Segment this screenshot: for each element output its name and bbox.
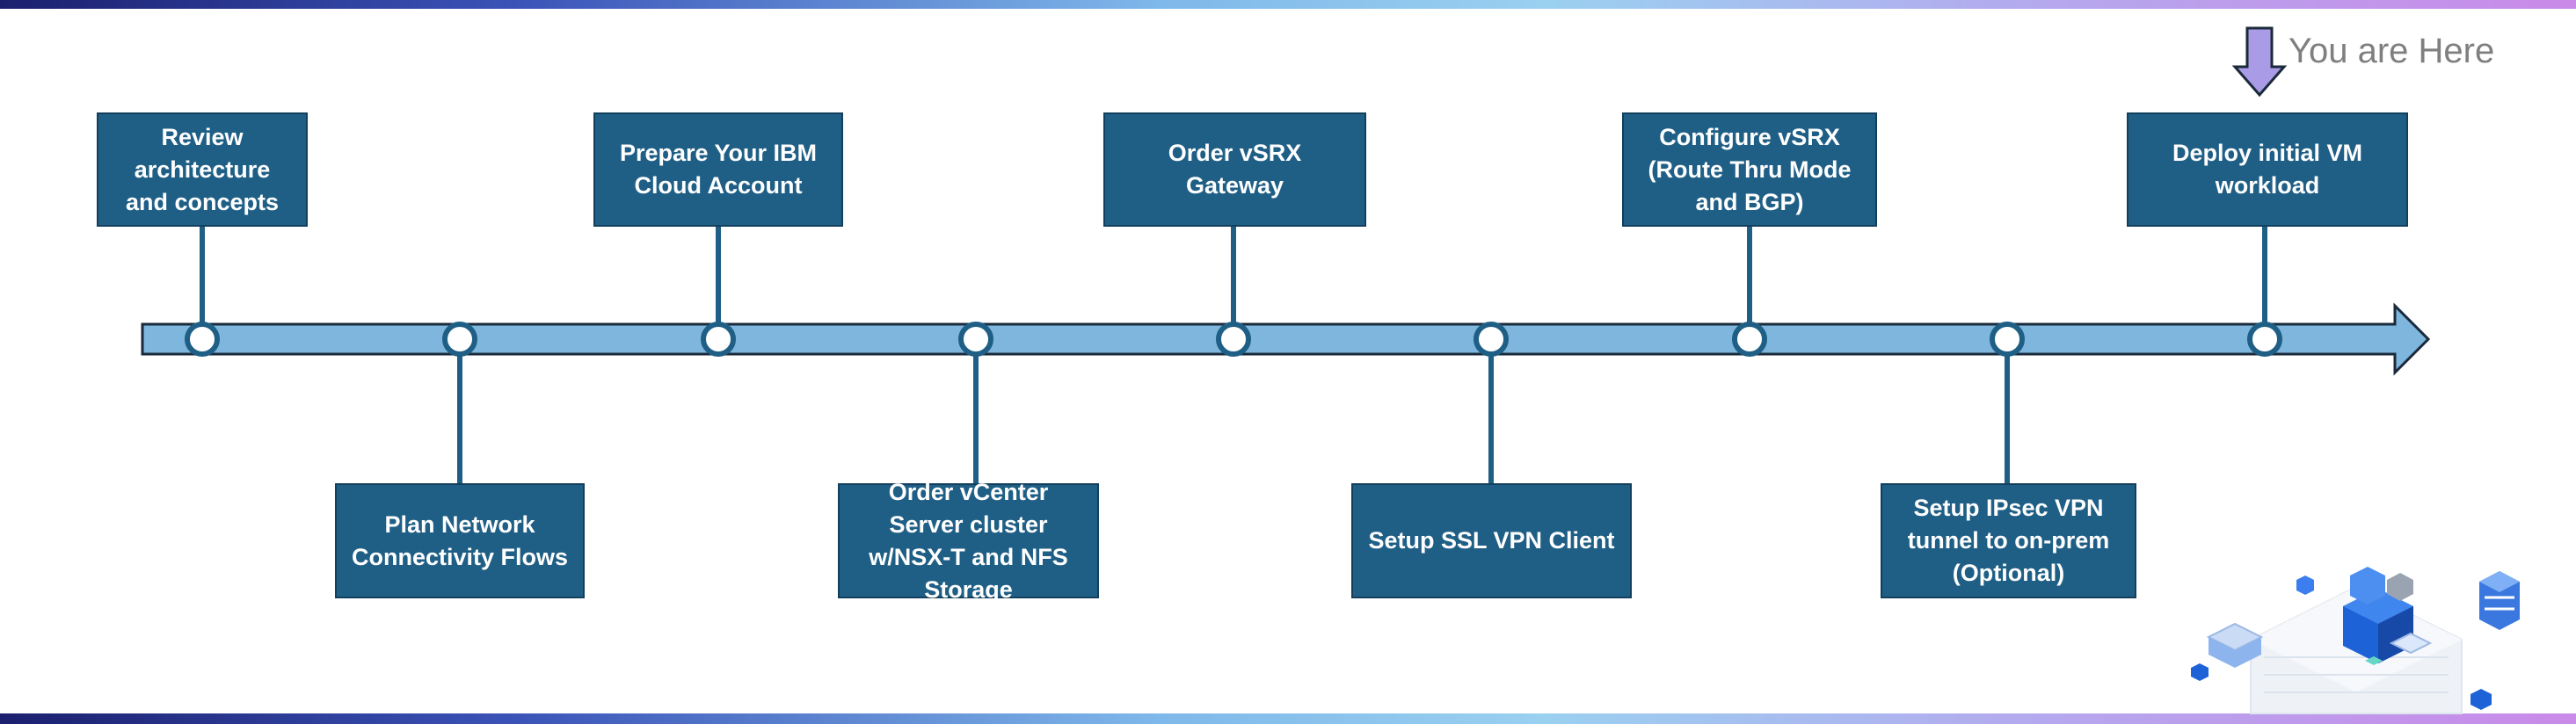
step-label: Order vSRX Gateway bbox=[1168, 140, 1302, 199]
step-review-architecture: Review architecture and concepts bbox=[97, 112, 308, 227]
milestone-7 bbox=[1732, 322, 1767, 357]
you-are-here-label: You are Here bbox=[2289, 32, 2495, 70]
step-setup-ipsec-vpn: Setup IPsec VPN tunnel to on-prem (Optio… bbox=[1881, 483, 2136, 598]
step-label: Order vCenter Server cluster w/NSX-T and… bbox=[869, 478, 1068, 603]
step-order-vcenter: Order vCenter Server cluster w/NSX-T and… bbox=[838, 479, 1099, 603]
milestone-3 bbox=[701, 322, 736, 357]
step-label: Deploy initial VM workload bbox=[2172, 140, 2363, 199]
step-setup-ssl-vpn: Setup SSL VPN Client bbox=[1351, 483, 1632, 598]
step-configure-vsrx: Configure vSRX (Route Thru Mode and BGP) bbox=[1622, 112, 1877, 227]
top-gradient-band bbox=[0, 0, 2576, 9]
milestone-5 bbox=[1216, 322, 1251, 357]
step-label: Configure vSRX (Route Thru Mode and BGP) bbox=[1648, 123, 1852, 215]
step-deploy-vm: Deploy initial VM workload bbox=[2127, 112, 2408, 227]
bottom-gradient-band bbox=[0, 713, 2576, 724]
cloud-servers-illustration-icon bbox=[2191, 567, 2520, 714]
milestone-9 bbox=[2247, 322, 2282, 357]
step-label: Prepare Your IBM Cloud Account bbox=[619, 140, 818, 199]
step-order-vsrx: Order vSRX Gateway bbox=[1103, 112, 1366, 227]
connectors bbox=[200, 226, 2267, 485]
milestones bbox=[185, 322, 2282, 357]
step-label: Review architecture and concepts bbox=[125, 123, 280, 215]
milestone-6 bbox=[1474, 322, 1509, 357]
milestone-2 bbox=[442, 322, 477, 357]
timeline-arrow bbox=[141, 302, 2431, 376]
step-label: Plan Network Connectivity Flows bbox=[351, 510, 569, 570]
step-plan-network: Plan Network Connectivity Flows bbox=[335, 483, 585, 598]
milestone-4 bbox=[958, 322, 993, 357]
milestone-1 bbox=[185, 322, 220, 357]
step-label: Setup IPsec VPN tunnel to on-prem (Optio… bbox=[1907, 495, 2110, 586]
step-label: Setup SSL VPN Client bbox=[1368, 527, 1615, 554]
down-arrow-icon bbox=[2231, 26, 2288, 98]
step-prepare-ibm-cloud: Prepare Your IBM Cloud Account bbox=[593, 112, 843, 227]
milestone-8 bbox=[1990, 322, 2025, 357]
